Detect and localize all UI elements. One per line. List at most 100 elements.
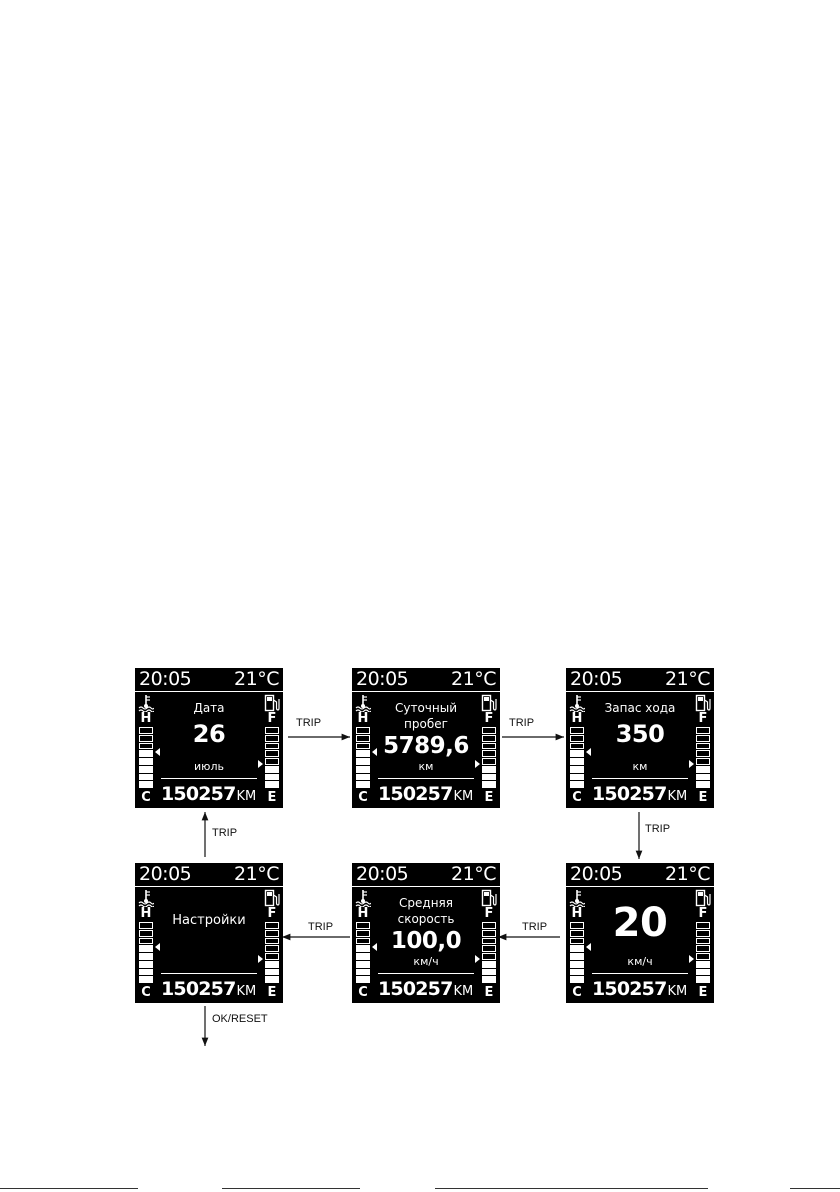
gauge-segment <box>139 945 153 953</box>
fuel-pump-icon <box>264 694 280 712</box>
temperature-marker <box>586 942 591 951</box>
odometer: 150257KM <box>161 978 261 1003</box>
gauge-letter-empty: E <box>267 985 277 1000</box>
trip-button-label: TRIP <box>522 921 548 933</box>
odometer: 150257KM <box>378 978 478 1003</box>
gauge-segment <box>696 781 710 789</box>
gauge-segment <box>139 773 153 781</box>
readout-unit: км <box>418 760 434 773</box>
gauge-letter-hot: H <box>357 906 369 921</box>
gauge-segment <box>265 781 279 789</box>
gauge-segment <box>570 960 584 968</box>
gauge-letter-cold: C <box>572 790 582 805</box>
gauge-segment <box>139 929 153 937</box>
odometer-value: 150257 <box>592 783 667 805</box>
gauge-letter-full: F <box>267 711 277 726</box>
fuel-pump-icon <box>695 889 711 907</box>
fuel-level-gauge <box>482 727 496 789</box>
gauge-segment <box>696 734 710 742</box>
gauge-letter-empty: E <box>698 790 708 805</box>
gauge-segment <box>265 922 279 929</box>
gauge-segment <box>696 976 710 984</box>
gauge-letter-cold: C <box>141 790 151 805</box>
gauge-segment <box>139 765 153 773</box>
odometer-divider <box>378 778 474 779</box>
trip-button-label: TRIP <box>509 717 535 729</box>
gauge-segment <box>570 945 584 953</box>
readout-label: пробег <box>404 717 448 731</box>
odometer-unit: KM <box>236 984 257 999</box>
coolant-temperature-gauge <box>356 922 370 984</box>
gauge-segment <box>139 781 153 789</box>
outside-temperature: 21°C <box>451 668 496 690</box>
gauge-segment <box>570 742 584 750</box>
gauge-segment <box>356 734 370 742</box>
gauge-segment <box>482 781 496 789</box>
fuel-level-gauge <box>265 727 279 789</box>
gauge-letter-empty: E <box>698 985 708 1000</box>
gauge-letter-cold: C <box>358 985 368 1000</box>
gauge-segment <box>482 742 496 750</box>
fuel-pump-icon <box>481 889 497 907</box>
gauge-segment <box>570 773 584 781</box>
odometer-value: 150257 <box>161 783 236 805</box>
gauge-segment <box>696 929 710 937</box>
readout-unit: июль <box>194 760 224 773</box>
gauge-segment <box>482 758 496 765</box>
fuel-level-gauge <box>696 727 710 789</box>
gauge-segment <box>482 960 496 968</box>
fuel-marker <box>475 955 480 964</box>
gauge-segment <box>139 960 153 968</box>
gauge-segment <box>139 734 153 742</box>
readout-label: Настройки <box>172 913 246 928</box>
gauge-segment <box>356 773 370 781</box>
gauge-segment <box>265 960 279 968</box>
gauge-segment <box>139 968 153 976</box>
gauge-segment <box>265 953 279 960</box>
gauge-segment <box>570 937 584 945</box>
gauge-segment <box>482 968 496 976</box>
gauge-letter-empty: E <box>267 790 277 805</box>
fuel-marker <box>689 955 694 964</box>
odometer-divider <box>378 973 474 974</box>
gauge-segment <box>265 945 279 953</box>
gauge-segment <box>570 758 584 765</box>
gauge-segment <box>356 960 370 968</box>
gauge-segment <box>696 968 710 976</box>
footer-rule <box>435 1188 708 1189</box>
odometer: 150257KM <box>161 783 261 808</box>
gauge-letter-cold: C <box>572 985 582 1000</box>
clock-time: 20:05 <box>139 863 192 885</box>
gauge-segment <box>265 968 279 976</box>
main-readout: Настройки <box>157 887 261 971</box>
readout-label: Средняя <box>399 896 453 910</box>
odometer-value: 150257 <box>592 978 667 1000</box>
gauge-segment <box>482 945 496 953</box>
gauge-segment <box>570 750 584 758</box>
gauge-segment <box>356 781 370 789</box>
gauge-letter-full: F <box>484 906 494 921</box>
gauge-segment <box>570 922 584 929</box>
odometer-divider <box>592 778 688 779</box>
odometer-unit: KM <box>236 789 257 804</box>
odometer: 150257KM <box>592 978 692 1003</box>
gauge-segment <box>696 765 710 773</box>
gauge-segment <box>265 758 279 765</box>
gauge-segment <box>265 750 279 758</box>
gauge-segment <box>139 750 153 758</box>
gauge-segment <box>356 742 370 750</box>
footer-rule <box>222 1188 360 1189</box>
odometer-divider <box>161 973 257 974</box>
gauge-segment <box>696 750 710 758</box>
gauge-segment <box>139 758 153 765</box>
gauge-segment <box>570 929 584 937</box>
coolant-temperature-gauge <box>139 922 153 984</box>
gauge-letter-full: F <box>267 906 277 921</box>
odometer-unit: KM <box>667 789 688 804</box>
